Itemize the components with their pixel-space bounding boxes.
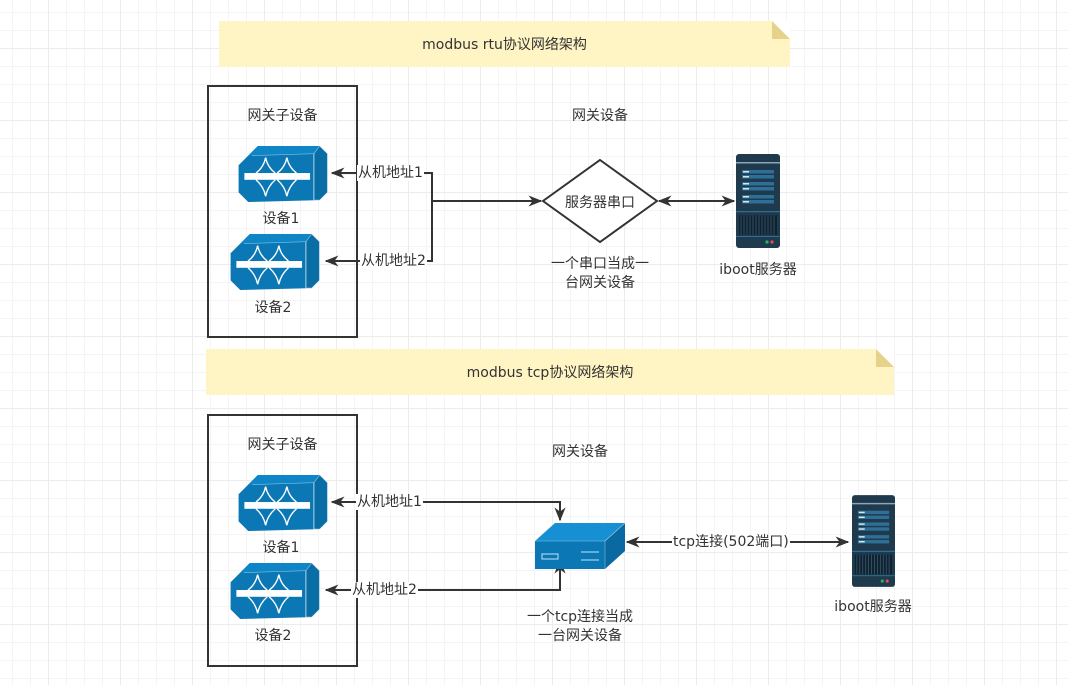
tcp-title-note[interactable]: modbus tcp协议网络架构	[206, 349, 894, 395]
rtu-edge-label-2: 从机地址2	[360, 253, 427, 269]
rtu-gateway-heading: 网关设备	[572, 108, 628, 124]
tcp-device-1-label: 设备1	[262, 540, 300, 556]
tcp-edge-label-1: 从机地址1	[356, 494, 423, 510]
rtu-group-label: 网关子设备	[247, 108, 318, 124]
note-fold-corner	[876, 349, 894, 367]
network-gateway-icon[interactable]	[535, 523, 625, 569]
rtu-device-2-label: 设备2	[254, 300, 292, 316]
rtu-title-note[interactable]: modbus rtu协议网络架构	[219, 21, 790, 67]
tcp-gateway-caption-1: 一个tcp连接当成	[526, 609, 634, 625]
tcp-link-label: tcp连接(502端口)	[672, 534, 790, 550]
tcp-device-2-label: 设备2	[254, 628, 292, 644]
tcp-gateway-caption-2: 一台网关设备	[538, 628, 622, 644]
rtu-server-label: iboot服务器	[719, 262, 797, 278]
rtu-gateway-caption-2: 台网关设备	[565, 275, 635, 291]
rtu-edge-label-1: 从机地址1	[357, 165, 424, 181]
rtu-subdevice-group[interactable]	[207, 85, 358, 338]
tcp-edge-label-2: 从机地址2	[351, 582, 418, 598]
tcp-group-label: 网关子设备	[247, 437, 318, 453]
server-tower-icon[interactable]	[852, 494, 895, 588]
rtu-gateway-caption-1: 一个串口当成一	[551, 256, 649, 272]
serial-port-node-label[interactable]: 服务器串口	[565, 195, 635, 211]
rtu-title: modbus rtu协议网络架构	[422, 37, 587, 53]
tcp-title: modbus tcp协议网络架构	[466, 365, 634, 381]
tcp-gateway-heading: 网关设备	[552, 444, 608, 460]
serial-port-diamond	[541, 158, 659, 244]
tcp-server-label: iboot服务器	[834, 599, 912, 615]
tcp-subdevice-group[interactable]	[207, 414, 358, 667]
note-fold-corner	[772, 21, 790, 39]
rtu-device-1-label: 设备1	[262, 211, 300, 227]
